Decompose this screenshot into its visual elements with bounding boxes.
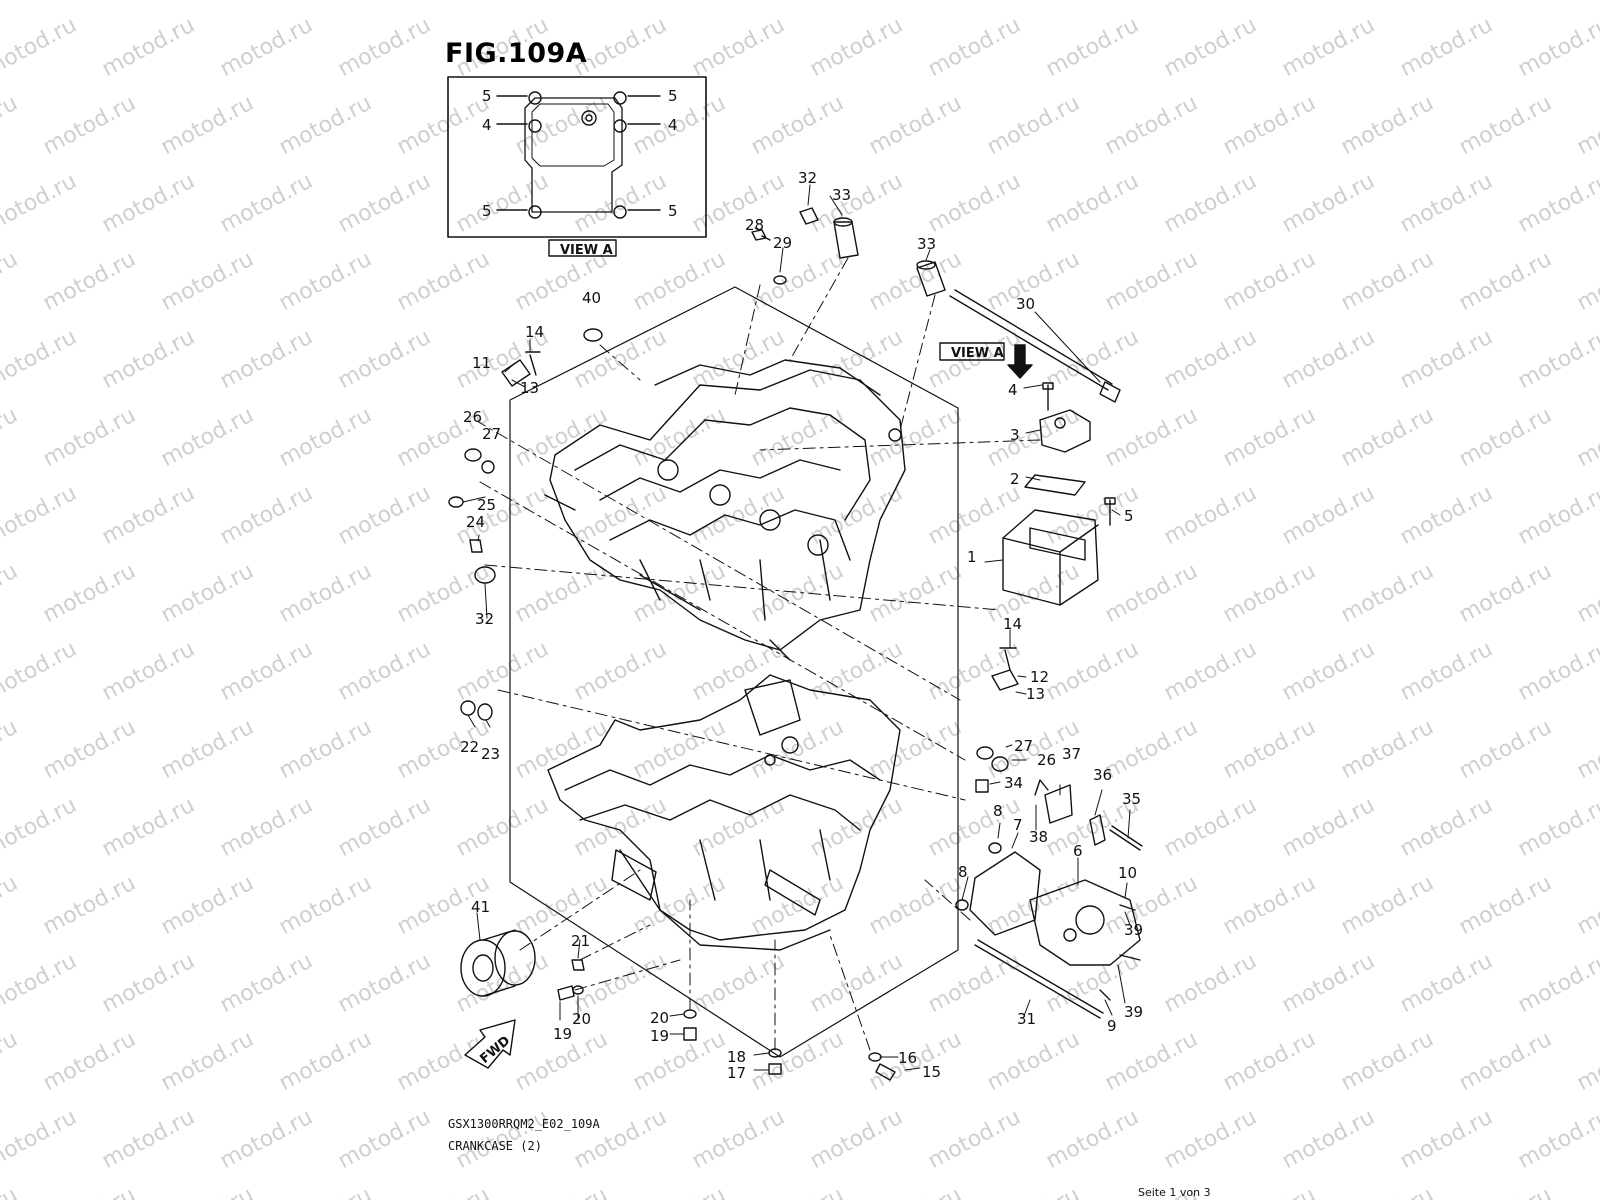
callout-33: 33 xyxy=(832,186,851,204)
right-small-parts xyxy=(975,647,1019,793)
assembly-lines xyxy=(474,257,1041,1051)
oil-filter-41 xyxy=(460,929,536,997)
view-a-pointer xyxy=(939,342,1033,379)
callout-13: 13 xyxy=(520,379,539,397)
callout-29: 29 xyxy=(773,234,792,252)
callout-37: 37 xyxy=(1062,745,1081,763)
callout-13: 13 xyxy=(1026,685,1045,703)
section-name: CRANKCASE (2) xyxy=(448,1139,542,1153)
callout-39: 39 xyxy=(1124,1003,1143,1021)
callout-41: 41 xyxy=(471,898,490,916)
lower-crankcase xyxy=(547,674,901,951)
callout-19: 19 xyxy=(650,1027,669,1045)
callout-18: 18 xyxy=(727,1048,746,1066)
callout-5: 5 xyxy=(668,87,678,105)
callout-31: 31 xyxy=(1017,1010,1036,1028)
callout-14: 14 xyxy=(525,323,544,341)
callout-33: 33 xyxy=(917,235,936,253)
model-code: GSX1300RRQM2_E02_109A xyxy=(448,1117,600,1131)
callout-32: 32 xyxy=(475,610,494,628)
callout-27: 27 xyxy=(482,425,501,443)
callout-11: 11 xyxy=(472,354,491,372)
callout-8: 8 xyxy=(993,802,1003,820)
callout-22: 22 xyxy=(460,738,479,756)
upper-crankcase xyxy=(544,359,906,661)
callout-23: 23 xyxy=(481,745,500,763)
callout-2: 2 xyxy=(1010,470,1020,488)
callout-1: 1 xyxy=(967,548,977,566)
callout-17: 17 xyxy=(727,1064,746,1082)
callout-16: 16 xyxy=(898,1049,917,1067)
callout-9: 9 xyxy=(1107,1017,1117,1035)
callout-4: 4 xyxy=(482,116,492,134)
leader-lines xyxy=(462,184,1131,1071)
callout-40: 40 xyxy=(582,289,601,307)
callout-6: 6 xyxy=(1073,842,1083,860)
callout-39: 39 xyxy=(1124,921,1143,939)
crankcase-outline xyxy=(509,286,959,1058)
callout-5: 5 xyxy=(1124,507,1134,525)
callout-20: 20 xyxy=(572,1010,591,1028)
callout-14: 14 xyxy=(1003,615,1022,633)
callout-7: 7 xyxy=(1013,816,1023,834)
callout-4: 4 xyxy=(1008,381,1018,399)
callout-34: 34 xyxy=(1004,774,1023,792)
callout-35: 35 xyxy=(1122,790,1141,808)
callout-15: 15 xyxy=(922,1063,941,1081)
view-a-box-label: VIEW A xyxy=(560,243,613,258)
page-footer: Seite 1 von 3 xyxy=(1138,1186,1211,1199)
callout-5: 5 xyxy=(668,202,678,220)
callout-27: 27 xyxy=(1014,737,1033,755)
long-bolt-30 xyxy=(949,289,1121,403)
callout-38: 38 xyxy=(1029,828,1048,846)
callout-26: 26 xyxy=(463,408,482,426)
breather-cover-group xyxy=(1002,382,1116,606)
callout-21: 21 xyxy=(571,932,590,950)
callout-5: 5 xyxy=(482,87,492,105)
callout-5: 5 xyxy=(482,202,492,220)
callout-32: 32 xyxy=(798,169,817,187)
callout-36: 36 xyxy=(1093,766,1112,784)
fwd-arrow xyxy=(464,1019,516,1069)
callout-10: 10 xyxy=(1118,864,1137,882)
water-pump-group xyxy=(955,779,1143,1019)
callout-12: 12 xyxy=(1030,668,1049,686)
callout-28: 28 xyxy=(745,216,764,234)
callout-20: 20 xyxy=(650,1009,669,1027)
callout-3: 3 xyxy=(1010,426,1020,444)
callout-30: 30 xyxy=(1016,295,1035,313)
callout-labels: 5 5 4 4 5 5 32 33 33 28 29 30 40 14 11 1… xyxy=(460,87,1143,1082)
callout-8: 8 xyxy=(958,863,968,881)
figure-title: FIG.109A xyxy=(445,38,588,69)
callout-25: 25 xyxy=(477,496,496,514)
callout-4: 4 xyxy=(668,116,678,134)
callout-19: 19 xyxy=(553,1025,572,1043)
top-small-parts xyxy=(583,207,946,342)
view-a-pointer-label: VIEW A xyxy=(951,346,1004,361)
view-a-inset xyxy=(447,76,707,257)
callout-26: 26 xyxy=(1037,751,1056,769)
callout-24: 24 xyxy=(466,513,485,531)
